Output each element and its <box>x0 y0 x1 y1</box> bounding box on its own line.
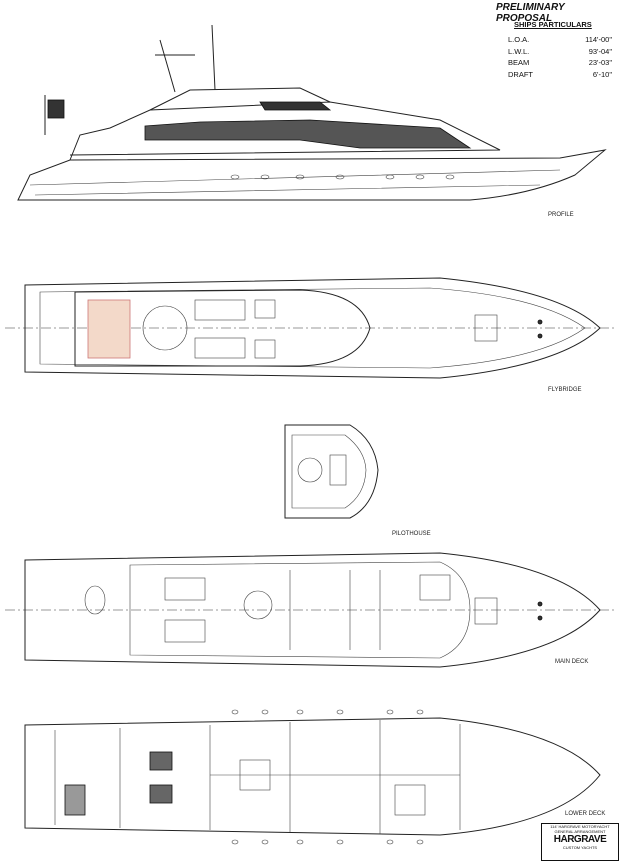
spec-value: 114'-00" <box>585 35 612 44</box>
spec-value: 93'-04" <box>588 46 612 56</box>
spec-row: L.W.L. 93'-04" <box>508 47 612 59</box>
lower-deck-label: LOWER DECK <box>565 811 605 817</box>
main-deck-view <box>5 552 615 668</box>
spec-row: L.O.A. 114'-00" <box>508 35 612 47</box>
title-block-line2: GENERAL ARRANGEMENT <box>554 829 606 834</box>
flybridge-view <box>5 277 615 379</box>
title-block: 114' HARGRAVE MOTORYACHT GENERAL ARRANGE… <box>541 823 619 861</box>
flybridge-label: FLYBRIDGE <box>548 387 582 393</box>
spec-value: 23'-03" <box>588 58 612 67</box>
spec-row: DRAFT 6'-10" <box>508 70 612 82</box>
pilothouse-label: PILOTHOUSE <box>392 531 431 537</box>
pilothouse-view <box>284 424 379 519</box>
spec-label: BEAM <box>508 58 530 67</box>
spec-label: L.W.L. <box>508 46 530 56</box>
title-block-tagline: CUSTOM YACHTS <box>562 845 598 850</box>
specs-heading: SHIPS PARTICULARS <box>514 20 592 29</box>
spec-value: 6'-10" <box>592 69 612 79</box>
main-deck-label: MAIN DECK <box>555 659 588 665</box>
ships-particulars: SHIPS PARTICULARS L.O.A. 114'-00" L.W.L. 9… <box>508 20 612 81</box>
brand-logo: HARGRAVE <box>553 834 607 845</box>
title-block-line1: 114' HARGRAVE MOTORYACHT <box>550 824 610 829</box>
lower-deck-view <box>24 709 601 845</box>
profile-label: PROFILE <box>548 212 574 218</box>
spec-row: BEAM 23'-03" <box>508 58 612 70</box>
profile-view <box>17 24 607 201</box>
spec-label: DRAFT <box>508 69 533 79</box>
proposal-title: PRELIMINARY PROPOSAL <box>496 2 565 24</box>
spec-label: L.O.A. <box>508 35 530 44</box>
